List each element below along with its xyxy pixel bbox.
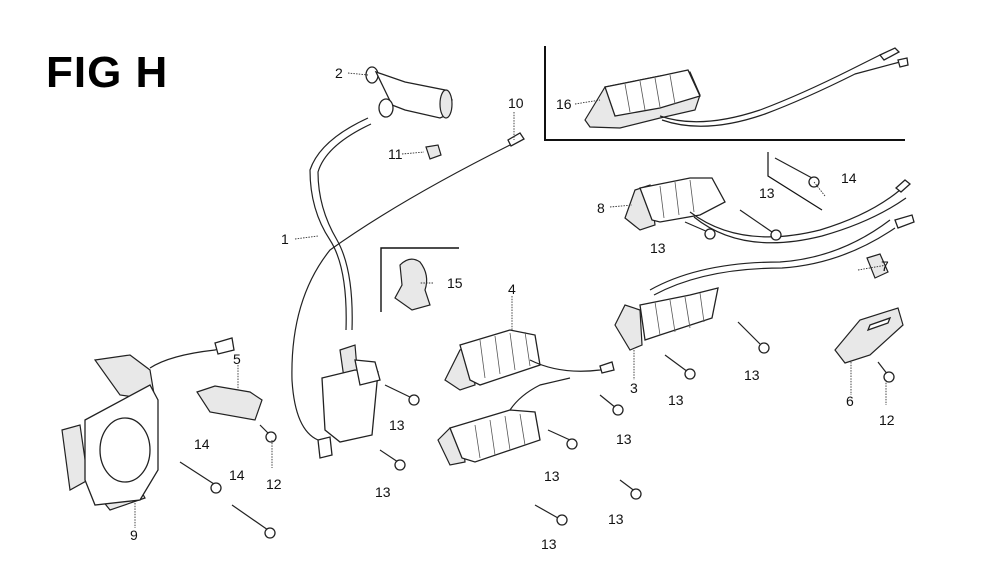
callout-12-left: 12: [266, 476, 282, 492]
small-clip: [425, 144, 442, 160]
high-tension-cord: [291, 117, 525, 441]
callout-13-f: 13: [616, 431, 632, 447]
callout-13-e: 13: [389, 417, 405, 433]
callout-2: 2: [335, 65, 343, 81]
callout-4: 4: [508, 281, 516, 297]
ignition-coil-center: [317, 344, 381, 459]
callout-9: 9: [130, 527, 138, 543]
callout-5: 5: [233, 351, 241, 367]
callout-15: 15: [447, 275, 463, 291]
inset-box-14: [767, 152, 823, 211]
stator-charge-coil: [61, 337, 235, 511]
callout-1: 1: [281, 231, 289, 247]
clip-7: [866, 253, 889, 279]
callout-13-d: 13: [668, 392, 684, 408]
ignition-coil-16: [584, 47, 909, 129]
inset-box-16: [544, 46, 905, 141]
leader-lines: [134, 72, 888, 528]
callout-13-c: 13: [744, 367, 760, 383]
callout-14-top: 14: [841, 170, 857, 186]
bolts: [179, 157, 895, 539]
ignition-coil-3: [614, 287, 719, 351]
callout-13-j: 13: [541, 536, 557, 552]
callout-3: 3: [630, 380, 638, 396]
callout-12-right: 12: [879, 412, 895, 428]
callout-13-b: 13: [650, 240, 666, 256]
callout-13-h: 13: [375, 484, 391, 500]
figure-title: FIG H: [46, 48, 169, 97]
callout-14-mid: 14: [194, 436, 210, 452]
spark-plug-cap: [365, 66, 453, 119]
ignition-coil-8: [624, 177, 912, 244]
callout-13-i: 13: [608, 511, 624, 527]
inset-box-15: [380, 247, 459, 312]
callout-14-low: 14: [229, 467, 245, 483]
callout-8: 8: [597, 200, 605, 216]
callout-11: 11: [388, 146, 403, 162]
callout-16: 16: [556, 96, 572, 112]
ignition-coil-4: [444, 329, 615, 391]
callout-10: 10: [508, 95, 524, 111]
mounting-plate: [834, 307, 904, 364]
callout-13-a: 13: [759, 185, 775, 201]
cord-clamp: [394, 258, 431, 311]
ignition-coil-lower: [437, 377, 571, 466]
wire-clamp-bracket: [196, 385, 263, 421]
callout-6: 6: [846, 393, 854, 409]
callout-7: 7: [881, 258, 889, 274]
callout-13-g: 13: [544, 468, 560, 484]
